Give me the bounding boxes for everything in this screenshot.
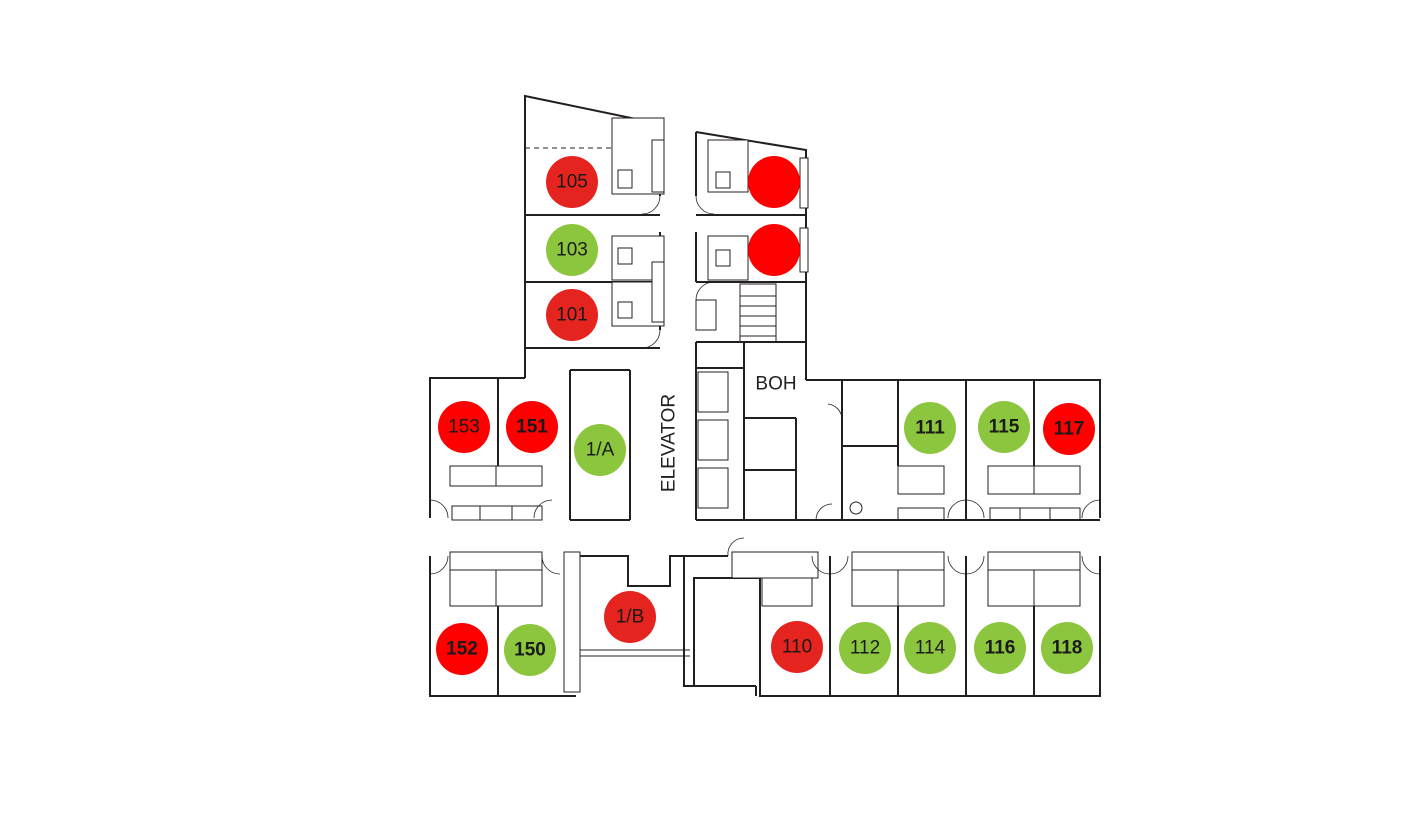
room-number: 116 <box>985 638 1016 659</box>
room-status-dot <box>771 621 823 673</box>
room-marker-118[interactable]: 118 <box>1041 622 1093 674</box>
room-marker-151[interactable]: 151 <box>506 401 558 453</box>
room-status-dot <box>1043 403 1095 455</box>
room-number: 150 <box>514 640 546 661</box>
room-marker-105[interactable]: 105 <box>546 156 598 208</box>
room-number: 103 <box>556 240 588 261</box>
core-walls <box>569 342 843 521</box>
room-status-dot <box>974 622 1026 674</box>
room-marker-116[interactable]: 116 <box>974 622 1026 674</box>
room-status-dot <box>546 224 598 276</box>
west-north-walls <box>429 350 571 521</box>
room-marker-110[interactable]: 110 <box>771 621 823 673</box>
room-status-dot <box>978 401 1030 453</box>
room-markers: 105 103 101 153 151 1/A 111 115 117 152 150 1/B 110 1… <box>436 156 1095 676</box>
room-status-dot <box>506 401 558 453</box>
room-status-dot <box>436 623 488 675</box>
room-marker-153[interactable]: 153 <box>438 401 490 453</box>
room-status-dot <box>574 424 626 476</box>
room-marker-114[interactable]: 114 <box>904 622 956 674</box>
room-marker-152[interactable]: 152 <box>436 623 488 675</box>
room-status-dot <box>546 289 598 341</box>
room-status-dot <box>748 224 800 276</box>
room-status-dot <box>748 156 800 208</box>
room-number: 117 <box>1054 419 1085 440</box>
north-east-wing-walls <box>695 131 809 380</box>
room-number: 115 <box>989 417 1020 438</box>
room-marker-103[interactable]: 103 <box>546 224 598 276</box>
room-number: 152 <box>446 639 478 660</box>
room-marker-101[interactable]: 101 <box>546 289 598 341</box>
room-number: 101 <box>556 305 588 326</box>
room-marker-1b[interactable]: 1/B <box>604 591 656 643</box>
north-wing-walls <box>524 94 665 350</box>
room-number: 1/B <box>616 607 645 628</box>
room-number: 114 <box>915 638 946 659</box>
room-number: 151 <box>516 417 548 438</box>
room-status-dot <box>504 624 556 676</box>
east-north-walls <box>842 379 1101 521</box>
room-marker-111[interactable]: 111 <box>904 402 956 454</box>
room-status-dot <box>1041 622 1093 674</box>
room-status-dot <box>904 402 956 454</box>
room-status-dot <box>839 622 891 674</box>
room-marker-upper-right-1[interactable] <box>748 156 800 208</box>
room-marker-112[interactable]: 112 <box>839 622 891 674</box>
room-number: 111 <box>915 418 945 439</box>
room-number: 153 <box>448 417 480 438</box>
room-number: 105 <box>556 172 588 193</box>
room-status-dot <box>904 622 956 674</box>
room-number: 110 <box>782 637 812 658</box>
room-marker-1a[interactable]: 1/A <box>574 424 626 476</box>
elevator-label: ELEVATOR <box>659 394 680 492</box>
room-marker-150[interactable]: 150 <box>504 624 556 676</box>
room-number: 1/A <box>586 440 615 461</box>
south-east-walls <box>683 537 1101 697</box>
south-west-walls <box>429 551 694 697</box>
room-number: 112 <box>850 638 880 659</box>
boh-label: BOH <box>755 374 796 395</box>
room-status-dot <box>546 156 598 208</box>
room-status-dot <box>604 591 656 643</box>
room-number: 118 <box>1052 638 1083 659</box>
room-marker-upper-right-2[interactable] <box>748 224 800 276</box>
room-status-dot <box>438 401 490 453</box>
room-marker-115[interactable]: 115 <box>978 401 1030 453</box>
room-marker-117[interactable]: 117 <box>1043 403 1095 455</box>
